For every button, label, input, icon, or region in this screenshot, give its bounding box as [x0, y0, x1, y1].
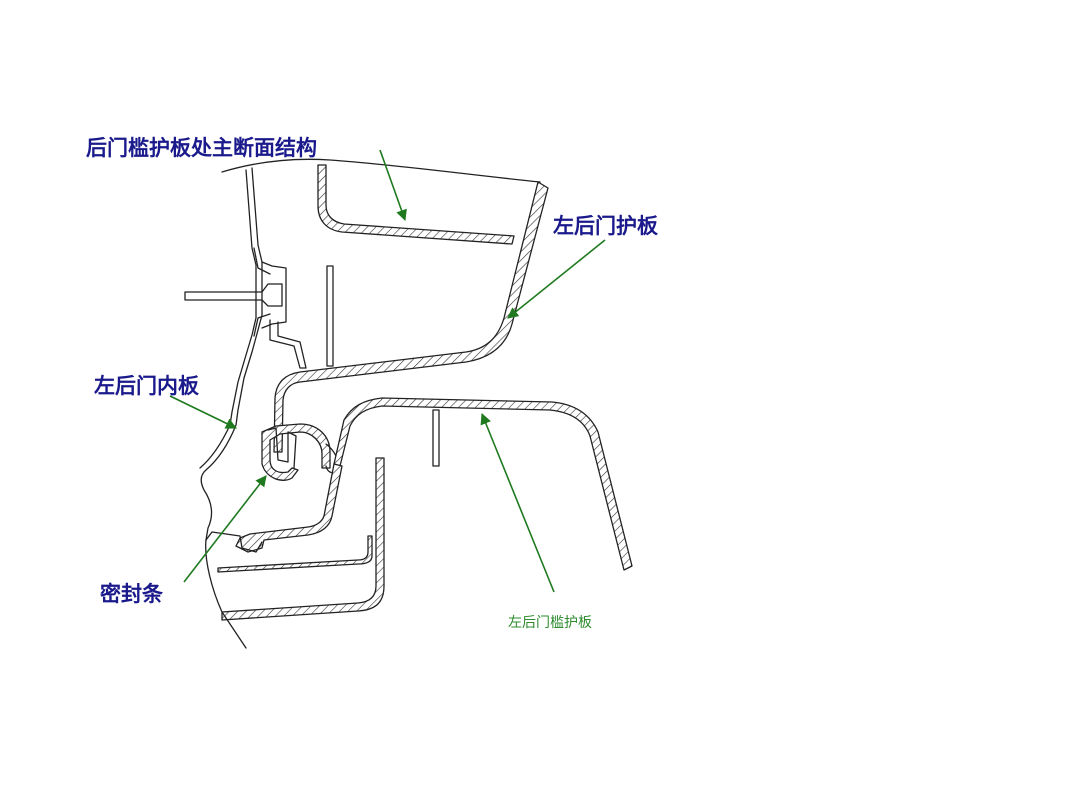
label-title: 后门槛护板处主断面结构	[86, 135, 317, 160]
door-lower-panel	[235, 463, 343, 553]
clip-fastener	[184, 283, 283, 307]
label-seal-strip: 密封条	[100, 581, 163, 606]
label-left-rear-door-inner-panel: 左后门内板	[94, 373, 199, 398]
door-lower-flange	[205, 531, 263, 553]
door-inner-panel-line	[200, 167, 263, 541]
clip-flange-top	[253, 247, 271, 275]
arrow-sill-trim	[480, 412, 555, 593]
bottom-sill-channel	[221, 457, 385, 621]
arrow-title	[379, 149, 407, 222]
clip-flange-bottom	[253, 313, 271, 337]
seal-strip-core	[267, 427, 297, 469]
bottom-sill-inner	[217, 535, 373, 573]
seal-strip-body	[261, 423, 331, 481]
upper-trim-panel	[317, 164, 515, 245]
arrow-seal-strip	[183, 475, 267, 583]
door-outer-profile	[221, 158, 541, 183]
sill-trim-arch	[333, 397, 633, 571]
bottom-sill-left-edge	[205, 539, 247, 649]
sill-trim-rib	[432, 409, 440, 467]
arrow-door-trim	[507, 239, 606, 319]
door-trim-diagonal	[273, 181, 549, 453]
arrow-inner-panel	[169, 395, 238, 429]
inner-rib	[326, 265, 334, 367]
inner-panel-step	[269, 319, 307, 369]
label-left-rear-sill-trim: 左后门槛护板	[508, 615, 592, 631]
label-left-rear-door-trim: 左后门护板	[553, 213, 658, 238]
